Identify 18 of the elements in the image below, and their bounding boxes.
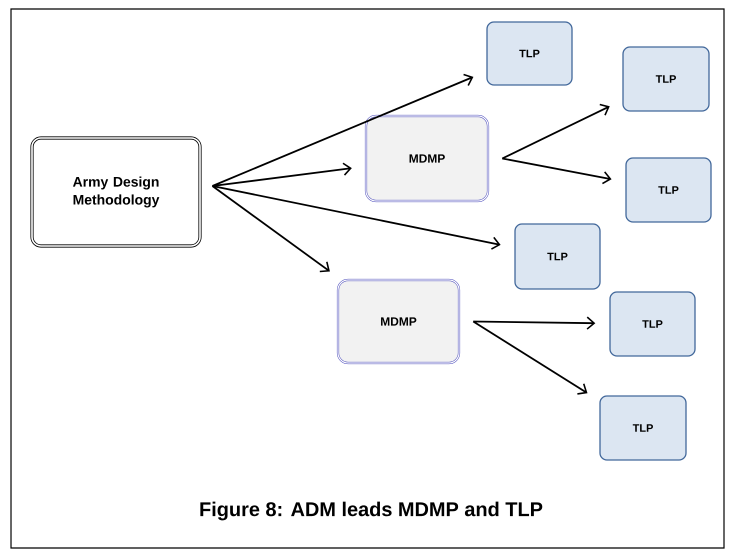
process-box: TLP — [622, 46, 710, 112]
arrow — [212, 74, 474, 187]
process-box: TLP — [599, 395, 687, 461]
process-box: TLP — [486, 21, 573, 86]
start-box: Army Design Methodology — [30, 136, 202, 248]
arrow — [502, 158, 612, 184]
caption: Figure 8: ADM leads MDMP and TLP — [200, 502, 542, 520]
process-box: MDMP — [336, 278, 460, 364]
process-box: TLP — [625, 157, 712, 223]
arrow — [502, 104, 610, 160]
process-box: TLP — [609, 291, 696, 357]
arrow — [212, 162, 352, 187]
process-box: TLP — [514, 223, 601, 290]
arrow — [212, 185, 330, 272]
arrow — [212, 185, 501, 250]
arrow — [472, 320, 588, 395]
process-box: MDMP — [364, 114, 490, 202]
arrow — [473, 316, 596, 330]
